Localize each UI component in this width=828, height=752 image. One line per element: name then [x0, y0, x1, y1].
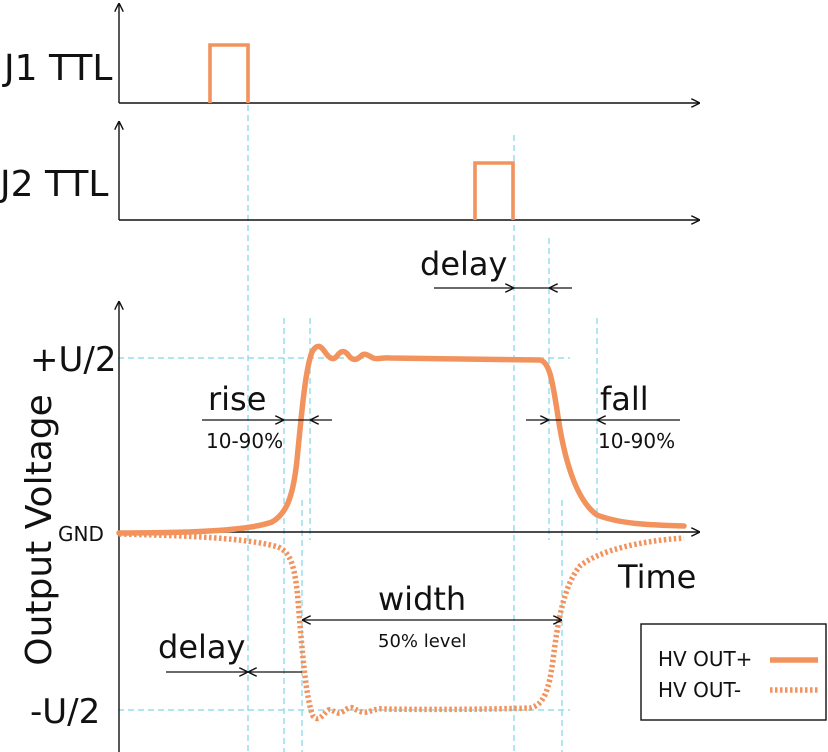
hv-out-minus-trace [118, 531, 685, 722]
gnd-label: GND [58, 522, 104, 546]
delay-top-label: delay [420, 245, 507, 283]
j2-pulse [473, 161, 515, 220]
fall-sub-label: 10-90% [598, 429, 675, 453]
legend-pos-label: HV OUT+ [658, 647, 752, 671]
rise-label: rise [208, 380, 266, 418]
legend: HV OUT+ HV OUT- [640, 623, 827, 721]
hv-out-plus-trace [116, 343, 687, 536]
minus-u-label: -U/2 [30, 692, 100, 732]
legend-neg-label: HV OUT- [658, 678, 741, 702]
j1-label: J1 TTL [2, 48, 112, 89]
legend-box [640, 623, 827, 721]
rise-sub-label: 10-90% [206, 429, 283, 453]
j2-label: J2 TTL [0, 164, 108, 205]
plus-u-label: +U/2 [30, 340, 116, 380]
y-axis-label: Output Voltage [19, 394, 60, 666]
x-axis-label: Time [617, 558, 696, 596]
width-label: width [378, 580, 466, 618]
guide-lines [118, 45, 598, 752]
width-sub-label: 50% level [378, 631, 467, 652]
measurement-arrows [166, 288, 680, 672]
j1-pulse [208, 43, 250, 103]
delay-bottom-label: delay [158, 628, 245, 666]
fall-label: fall [600, 380, 649, 418]
